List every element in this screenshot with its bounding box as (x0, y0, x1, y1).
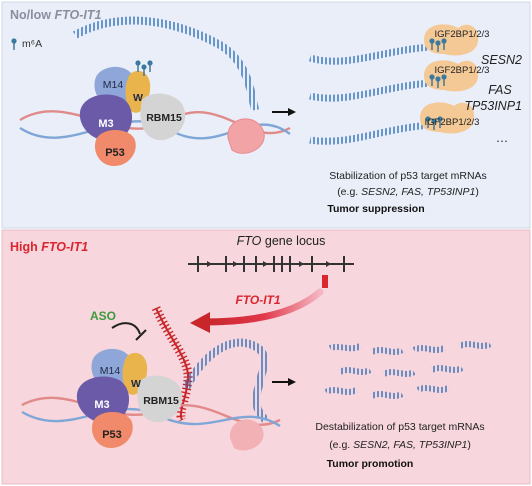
mrna-row-2: IGF2BP1/2/3 (309, 60, 490, 102)
fto-it1-arrow: FTO-IT1 (190, 288, 324, 333)
m3-label-bottom: M3 (94, 399, 109, 411)
top-caption-examples: (e.g. SESN2, FAS, TP53INP1) (337, 186, 479, 198)
bottom-caption-line1: Destabilization of p53 target mRNAs (315, 421, 484, 433)
fto-it1-label: FTO-IT1 (235, 293, 280, 307)
m6a-legend-label: m⁶A (22, 38, 42, 50)
aso-label: ASO (90, 309, 116, 323)
fto-it1-locus-mark (322, 275, 328, 288)
nascent-rna-bottom (182, 338, 269, 424)
top-caption: Stabilization of p53 target mRNAs (e.g. … (327, 170, 486, 215)
rbm15-subunit (140, 93, 186, 141)
rbm15-label: RBM15 (146, 112, 182, 124)
mrna-row-1: IGF2BP1/2/3 (309, 24, 490, 65)
top-panel: No/low FTO-IT1 m⁶A M14 W (1, 1, 531, 229)
nascent-rna-top (73, 16, 259, 111)
gene-locus-label: FTO gene locus (237, 234, 326, 248)
w-label-bottom: W (131, 378, 141, 390)
target-fas: FAS (488, 83, 512, 97)
target-sesn2: SESN2 (481, 53, 522, 67)
p53-subunit (94, 129, 136, 166)
degraded-mrna-fragments (324, 341, 492, 399)
rna-polymerase-bottom (229, 419, 264, 451)
bottom-caption-examples: (e.g. SESN2, FAS, TP53INP1) (329, 439, 471, 451)
w-label: W (133, 92, 143, 104)
p53-label-bottom: P53 (102, 429, 122, 441)
target-ellipsis: … (496, 131, 509, 145)
reader-label-1: IGF2BP1/2/3 (435, 29, 490, 40)
stabilized-mrnas: IGF2BP1/2/3 IGF2BP1/2/3 IGF2BP1/2/3 SESN… (309, 24, 522, 145)
m14-label-bottom: M14 (100, 365, 121, 377)
aso-group: ASO (90, 309, 147, 341)
reader-label-2: IGF2BP1/2/3 (435, 65, 490, 76)
m14-label: M14 (103, 79, 124, 91)
p53-label: P53 (105, 147, 125, 159)
bottom-panel: High FTO-IT1 FTO gene locus (1, 229, 531, 485)
rna-polymerase (227, 118, 265, 154)
bottom-caption: Destabilization of p53 target mRNAs (e.g… (315, 421, 484, 470)
bottom-caption-outcome: Tumor promotion (327, 458, 414, 470)
target-tp53inp1: TP53INP1 (464, 99, 522, 113)
reader-label-3: IGF2BP1/2/3 (425, 117, 480, 128)
rbm15-label-bottom: RBM15 (143, 395, 179, 407)
m6a-writer-complex-bottom: M14 W M3 RBM15 P53 (76, 348, 183, 448)
m3-label: M3 (98, 118, 113, 130)
bottom-panel-title: High FTO-IT1 (10, 240, 88, 254)
fto-gene-locus: FTO gene locus (188, 234, 354, 288)
top-caption-line1: Stabilization of p53 target mRNAs (329, 170, 487, 182)
m6a-writer-complex-top: M14 W M3 RBM15 P53 (79, 59, 186, 166)
top-caption-outcome: Tumor suppression (327, 203, 424, 215)
m6a-legend: m⁶A (10, 37, 42, 51)
top-arrow (272, 108, 296, 116)
mrna-row-3: IGF2BP1/2/3 (309, 102, 480, 145)
m3-subunit (79, 94, 133, 142)
bottom-arrow (272, 378, 296, 386)
top-panel-title: No/low FTO-IT1 (10, 8, 101, 22)
